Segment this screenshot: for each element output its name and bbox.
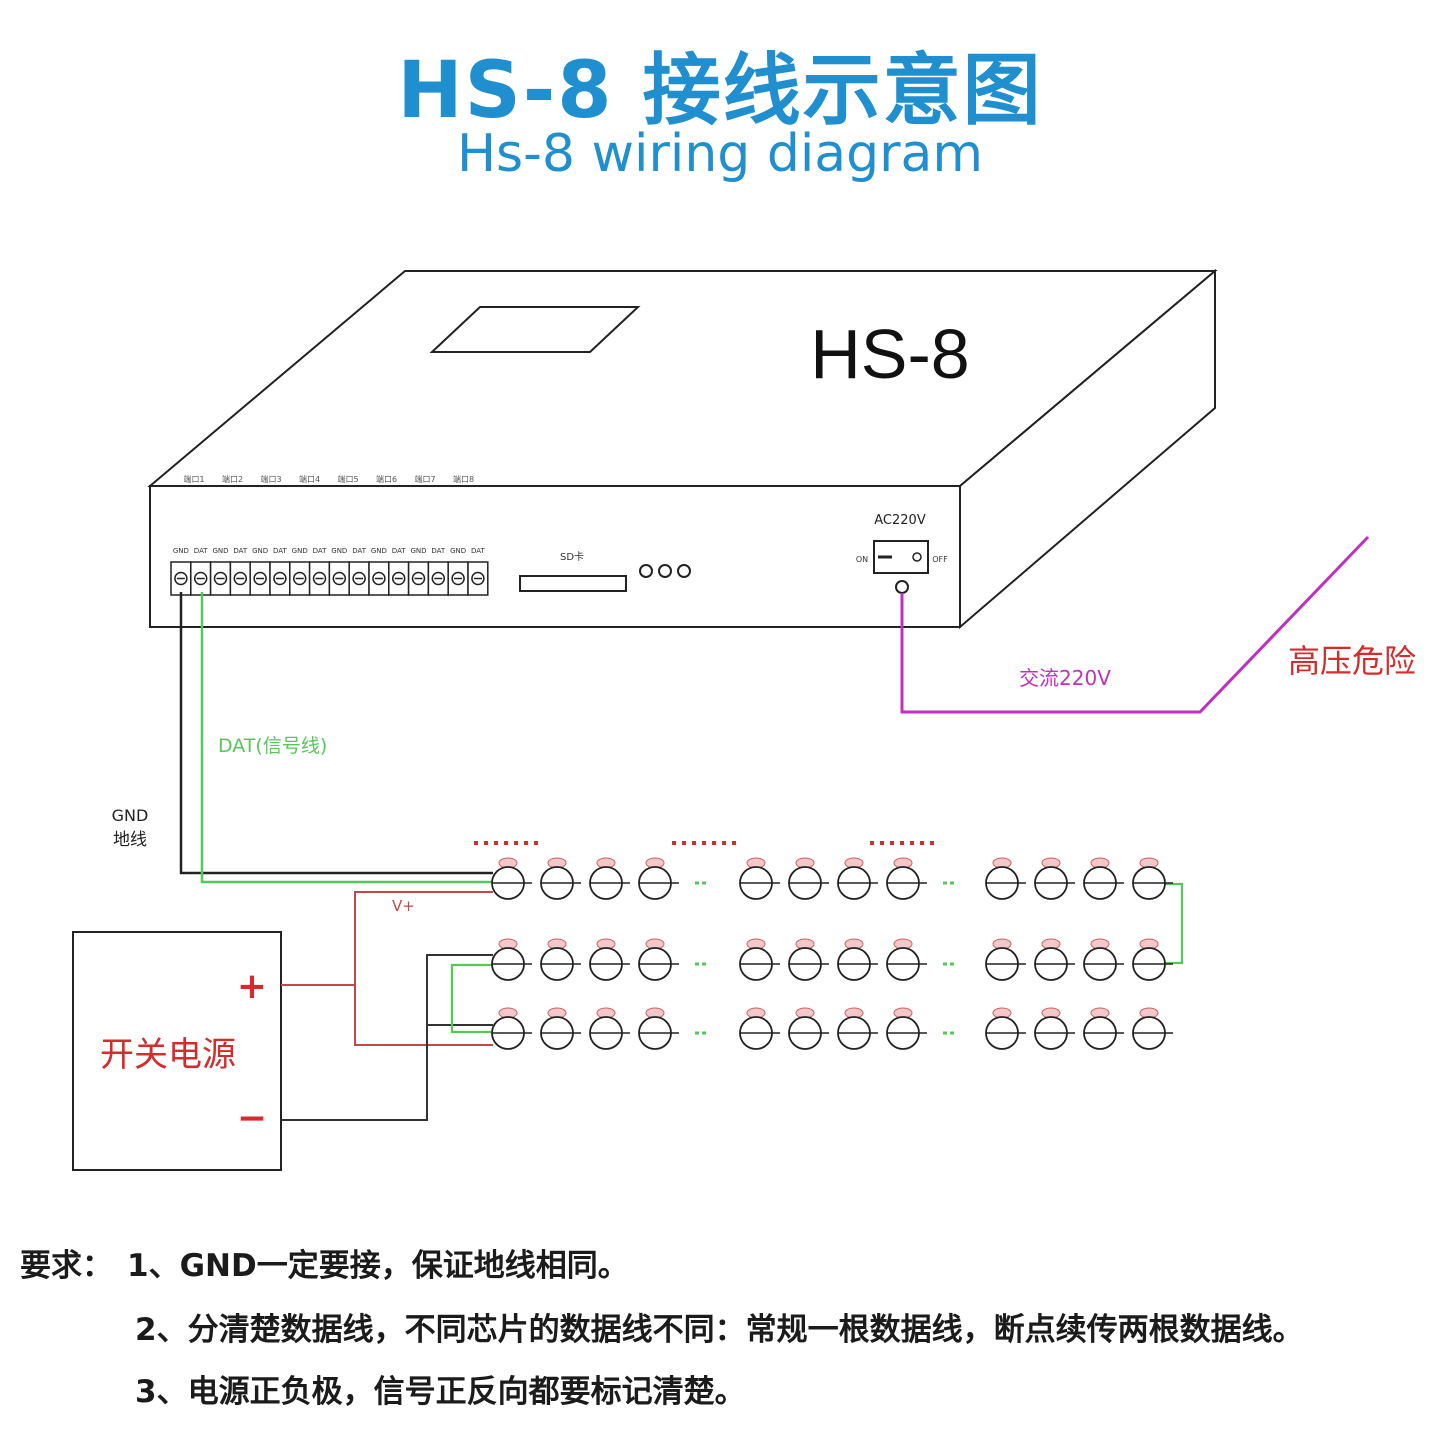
led-pixel-array [474, 841, 1173, 1050]
port-label-5: 端口5 [337, 474, 358, 484]
switching-power-supply [72, 931, 282, 1171]
terminal-pin-label: GND [173, 547, 189, 555]
terminal-pin-label: DAT [392, 547, 407, 555]
row-signal-wires [450, 882, 1184, 1034]
indicator-button-1 [639, 564, 653, 578]
ac-voltage-label: AC220V [874, 513, 926, 528]
dat-signal-wire [200, 592, 493, 884]
terminal-pin-label: GND [331, 547, 347, 555]
terminal-pin-label: DAT [194, 547, 209, 555]
port-label-3: 端口3 [260, 474, 281, 484]
port-label-8: 端口8 [453, 474, 474, 484]
ac-input-port [895, 580, 909, 594]
gnd-cn-label: 地线 [113, 830, 147, 850]
ac-wire [900, 535, 1370, 714]
diagram-title-zh: HS-8 接线示意图 [397, 46, 1043, 136]
switch-off-label: OFF [932, 555, 948, 564]
controller-box [147, 268, 1218, 630]
gnd-wire [179, 592, 493, 875]
requirement-1-text: 1、GND一定要接，保证地线相同。 [127, 1248, 629, 1284]
power-switch-indicator [912, 552, 922, 562]
vplus-label: V+ [392, 897, 415, 915]
high-voltage-danger-label: 高压危险 [1288, 642, 1416, 680]
power-supply-label: 开关电源 [100, 1035, 236, 1075]
terminal-pin-label: DAT [431, 547, 446, 555]
terminal-pin-label: GND [212, 547, 228, 555]
port-label-1: 端口1 [183, 474, 204, 484]
indicator-button-2 [658, 564, 672, 578]
indicator-button-3 [677, 564, 691, 578]
diagram-title-en: Hs-8 wiring diagram [456, 124, 984, 184]
dat-signal-label: DAT(信号线) [218, 735, 327, 757]
controller-model-label: HS-8 [810, 315, 969, 393]
ac-input-label: 交流220V [1019, 666, 1111, 690]
requirements-label: 要求： [20, 1248, 113, 1284]
terminal-pin-label: GND [450, 547, 466, 555]
power-negative-wire [281, 954, 493, 1121]
display-window [429, 306, 641, 353]
port-label-2: 端口2 [222, 474, 243, 484]
requirement-3: 3、电源正负极，信号正反向都要标记清楚。 [135, 1366, 746, 1411]
terminal-pin-label: DAT [471, 547, 486, 555]
requirement-1: 要求： 1、GND一定要接，保证地线相同。 [20, 1240, 629, 1285]
requirement-3-text: 3、电源正负极，信号正反向都要标记清楚。 [135, 1374, 746, 1410]
terminal-pin-label: GND [410, 547, 426, 555]
positive-terminal-label: + [237, 966, 267, 1007]
terminal-pin-label: GND [292, 547, 308, 555]
terminal-pin-label: DAT [313, 547, 328, 555]
port-label-4: 端口4 [299, 474, 320, 484]
controller-front-face [149, 485, 961, 628]
power-positive-wire [281, 891, 493, 1046]
port-label-6: 端口6 [376, 474, 397, 484]
terminal-pin-label: DAT [273, 547, 288, 555]
terminal-pin-label: GND [371, 547, 387, 555]
terminal-pin-label: DAT [233, 547, 248, 555]
switch-on-label: ON [856, 555, 868, 564]
terminal-pin-label: GND [252, 547, 268, 555]
sd-card-slot [519, 575, 627, 592]
sd-card-label: SD卡 [560, 550, 584, 563]
requirement-2-text: 2、分清楚数据线，不同芯片的数据线不同：常规一根数据线，断点续传两根数据线。 [135, 1312, 1304, 1348]
terminal-pin-label: DAT [352, 547, 367, 555]
negative-terminal-label: − [237, 1098, 267, 1139]
port-label-7: 端口7 [414, 474, 435, 484]
requirement-2: 2、分清楚数据线，不同芯片的数据线不同：常规一根数据线，断点续传两根数据线。 [135, 1304, 1304, 1349]
gnd-label: GND [112, 806, 149, 825]
